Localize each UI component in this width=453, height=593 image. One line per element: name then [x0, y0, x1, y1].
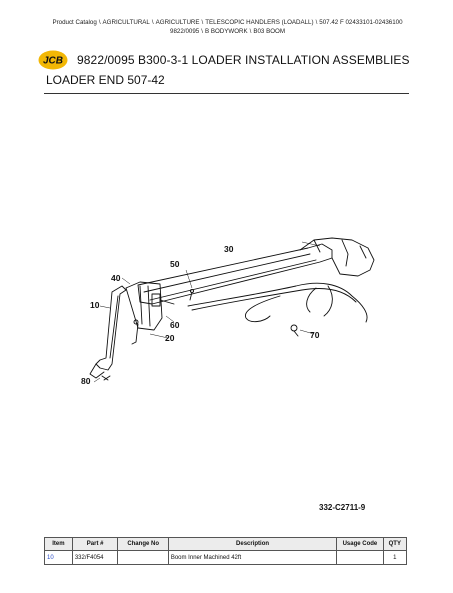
page-subtitle: LOADER END 507-42 [46, 73, 165, 87]
page-title: 9822/0095 B300-3-1 LOADER INSTALLATION A… [77, 53, 410, 67]
cell-usage-code [336, 550, 384, 565]
boom-body [137, 243, 333, 305]
parts-table: Item Part # Change No Description Usage … [44, 537, 408, 565]
part-80 [101, 375, 111, 381]
cell-item[interactable]: 10 [44, 550, 73, 565]
leader-line [121, 277, 131, 285]
breadcrumb-separator: \ [201, 28, 203, 35]
cell-change-no [117, 550, 169, 565]
breadcrumb-item[interactable]: AGRICULTURAL [102, 19, 150, 26]
boom-edge-line [143, 253, 311, 293]
carriage-arm [159, 299, 175, 305]
boom-edge-line [149, 259, 317, 301]
hose-line [191, 288, 357, 311]
hose-loop [245, 295, 281, 323]
link-60 [131, 323, 139, 345]
callout-label[interactable]: 80 [81, 376, 91, 386]
fitting-icon [290, 324, 298, 332]
column-header[interactable]: Change No [117, 537, 169, 551]
breadcrumb-item[interactable]: Product Catalog [52, 19, 97, 26]
breadcrumb-separator: \ [315, 19, 318, 26]
callout-label[interactable]: 40 [111, 273, 121, 283]
boom-head-line [341, 239, 349, 267]
hose-line [323, 285, 333, 317]
leader-line [299, 329, 315, 335]
column-header[interactable]: Item [44, 537, 73, 551]
leader-line [93, 377, 101, 383]
breadcrumb: Product Catalog\AGRICULTURAL\AGRICULTURE… [30, 18, 425, 36]
callout-label[interactable]: 20 [165, 333, 175, 343]
column-header[interactable]: QTY [382, 537, 408, 551]
breadcrumb-separator: \ [151, 19, 154, 26]
logo-text: JCB [43, 56, 63, 67]
boom-head-line [313, 239, 321, 253]
breadcrumb-item[interactable]: 9822/0095 [170, 28, 200, 35]
breadcrumb-separator: \ [201, 19, 204, 26]
breadcrumb-item[interactable]: AGRICULTURE [155, 19, 200, 26]
breadcrumb-item[interactable]: 507.42 F 02433101-02436100 [319, 19, 403, 26]
table-row[interactable]: 10 332/F4054 Boom Inner Machined 42ft 1 [44, 550, 408, 565]
breadcrumb-item[interactable]: B03 BOOM [253, 28, 285, 35]
breadcrumb-separator: \ [249, 28, 252, 35]
breadcrumb-item[interactable]: TELESCOPIC HANDLERS (LOADALL) [205, 19, 314, 26]
leader-line [185, 269, 193, 289]
callout-label[interactable]: 60 [170, 320, 180, 330]
breadcrumb-line-1: Product Catalog\AGRICULTURAL\AGRICULTURE… [30, 18, 425, 27]
leader-line [165, 315, 175, 323]
hose-line [306, 287, 317, 313]
leader-line [301, 241, 321, 247]
diagram-reference-code: 332-C2711-9 [319, 503, 366, 512]
exploded-view-diagram [89, 237, 375, 383]
carriage-line [147, 285, 151, 327]
boom-head-line [359, 245, 367, 259]
fork-tip [89, 363, 105, 379]
callout-label[interactable]: 70 [310, 330, 320, 340]
jcb-logo-icon: JCB [38, 50, 68, 70]
callout-label[interactable]: 10 [90, 300, 100, 310]
carriage-block [151, 293, 161, 307]
cell-qty: 1 [382, 550, 408, 565]
fork-arm [95, 285, 127, 371]
fork-arm-line [109, 295, 119, 359]
pin-head [189, 288, 195, 294]
fitting-stem [293, 330, 299, 337]
breadcrumb-separator: \ [98, 19, 101, 26]
cell-part-number[interactable]: 332/F4054 [71, 550, 119, 565]
cell-description: Boom Inner Machined 42ft [167, 550, 338, 565]
leader-line [149, 333, 169, 339]
column-header[interactable]: Part # [71, 537, 119, 551]
title-divider [44, 93, 409, 94]
table-header-row: Item Part # Change No Description Usage … [44, 537, 408, 551]
leader-line [99, 305, 111, 309]
callout-label[interactable]: 50 [170, 259, 180, 269]
breadcrumb-line-2: 9822/0095\B BODYWORK\B03 BOOM [30, 27, 425, 36]
callout-label[interactable]: 30 [224, 244, 234, 254]
column-header[interactable]: Usage Code [336, 537, 384, 551]
carriage-line [139, 285, 143, 325]
link-pin [133, 319, 139, 325]
boom-head [299, 237, 375, 277]
hose-line [187, 282, 368, 323]
breadcrumb-item[interactable]: B BODYWORK [204, 28, 248, 35]
column-header[interactable]: Description [167, 537, 338, 551]
pin-50 [189, 291, 193, 301]
